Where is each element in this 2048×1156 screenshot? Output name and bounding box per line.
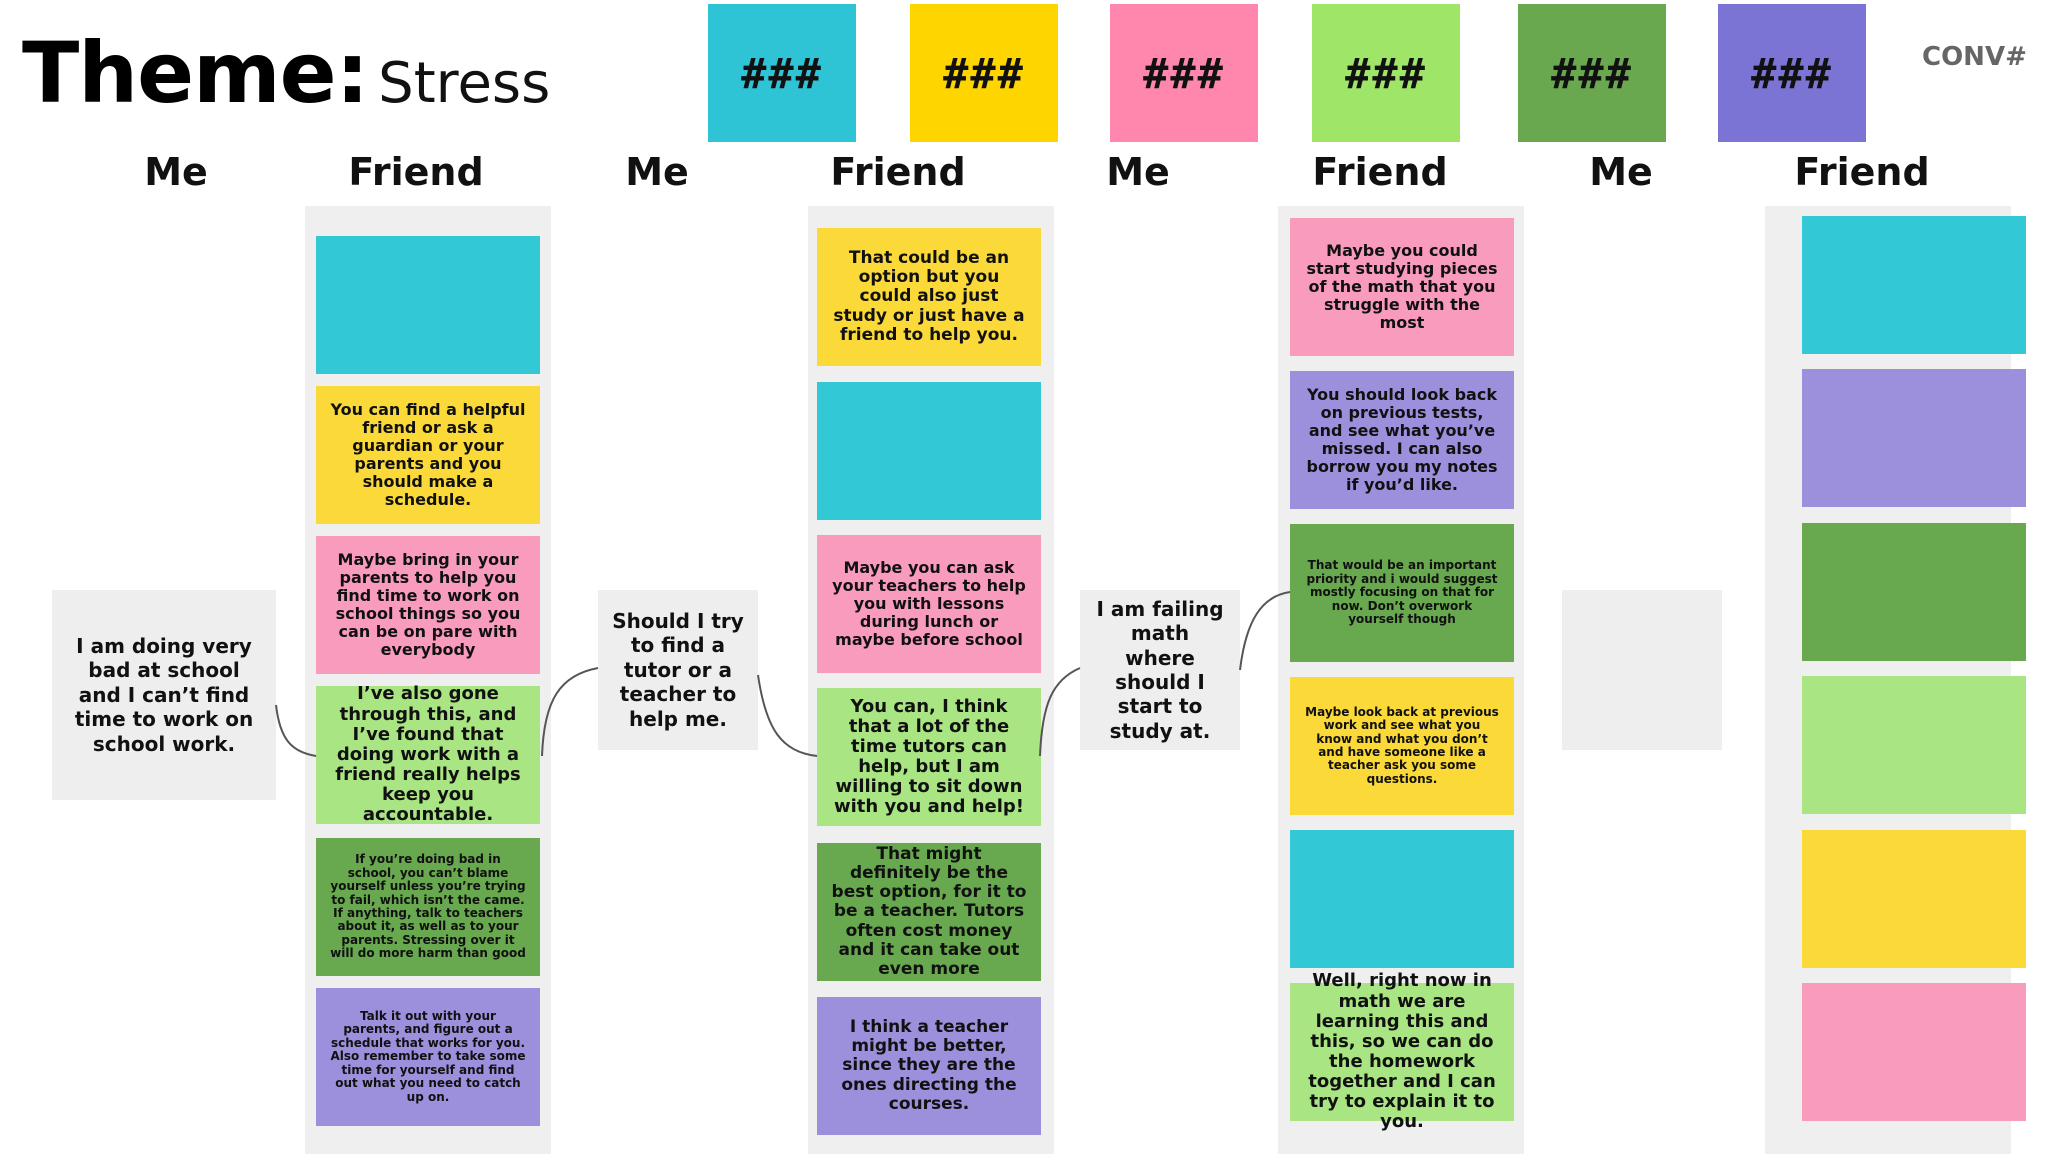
friend-sticky-note[interactable]	[1802, 983, 2026, 1121]
friend-column-header: Friend	[830, 150, 966, 194]
connector-curve	[757, 674, 818, 757]
me-column-header: Me	[1589, 150, 1653, 194]
friend-sticky-note[interactable]: Maybe bring in your parents to help you …	[316, 536, 540, 674]
me-message-card[interactable]: I am doing very bad at school and I can’…	[52, 590, 276, 800]
friend-sticky-note[interactable]: Maybe you could start studying pieces of…	[1290, 218, 1514, 356]
color-swatch-6[interactable]: ###	[1718, 4, 1866, 142]
title-prefix: Theme:	[22, 24, 369, 122]
color-swatch-1[interactable]: ###	[708, 4, 856, 142]
friend-sticky-note[interactable]: That might definitely be the best option…	[817, 843, 1041, 981]
me-message-card[interactable]	[1562, 590, 1722, 750]
connector-curve	[541, 667, 599, 757]
friend-sticky-note[interactable]	[1290, 830, 1514, 968]
friend-sticky-note[interactable]	[1802, 676, 2026, 814]
friend-sticky-note[interactable]	[1802, 216, 2026, 354]
connector-curve	[275, 704, 317, 757]
friend-sticky-note[interactable]	[1802, 369, 2026, 507]
friend-sticky-note[interactable]	[316, 236, 540, 374]
friend-sticky-note[interactable]: If you’re doing bad in school, you can’t…	[316, 838, 540, 976]
friend-sticky-note[interactable]: Maybe you can ask your teachers to help …	[817, 535, 1041, 673]
color-swatch-4[interactable]: ###	[1312, 4, 1460, 142]
friend-column-header: Friend	[348, 150, 484, 194]
friend-column-header: Friend	[1312, 150, 1448, 194]
color-swatch-2[interactable]: ###	[910, 4, 1058, 142]
me-message-card[interactable]: Should I try to find a tutor or a teache…	[598, 590, 758, 750]
friend-sticky-note[interactable]: I think a teacher might be better, since…	[817, 997, 1041, 1135]
connector-curve	[1039, 667, 1081, 757]
friend-sticky-note[interactable]	[817, 382, 1041, 520]
me-column-header: Me	[625, 150, 689, 194]
friend-sticky-note[interactable]: You can, I think that a lot of the time …	[817, 688, 1041, 826]
me-message-card[interactable]: I am failing math where should I start t…	[1080, 590, 1240, 750]
friend-sticky-note[interactable]: You should look back on previous tests, …	[1290, 371, 1514, 509]
me-column-header: Me	[144, 150, 208, 194]
friend-sticky-note[interactable]: You can find a helpful friend or ask a g…	[316, 386, 540, 524]
friend-sticky-note[interactable]: That could be an option but you could al…	[817, 228, 1041, 366]
friend-sticky-note[interactable]: I’ve also gone through this, and I’ve fo…	[316, 684, 540, 825]
friend-sticky-note[interactable]	[1802, 830, 2026, 968]
me-column-header: Me	[1106, 150, 1170, 194]
color-swatch-5[interactable]: ###	[1518, 4, 1666, 142]
friend-sticky-note[interactable]: Maybe look back at previous work and see…	[1290, 677, 1514, 815]
color-swatch-3[interactable]: ###	[1110, 4, 1258, 142]
connector-curve	[1239, 591, 1291, 671]
friend-sticky-note[interactable]: Talk it out with your parents, and figur…	[316, 988, 540, 1126]
board-title: Theme:Stress	[22, 24, 550, 124]
title-theme: Stress	[378, 51, 551, 116]
conversation-label: CONV#	[1922, 42, 2027, 72]
friend-sticky-note[interactable]	[1802, 523, 2026, 661]
friend-column-header: Friend	[1794, 150, 1930, 194]
friend-sticky-note[interactable]: That would be an important priority and …	[1290, 524, 1514, 662]
